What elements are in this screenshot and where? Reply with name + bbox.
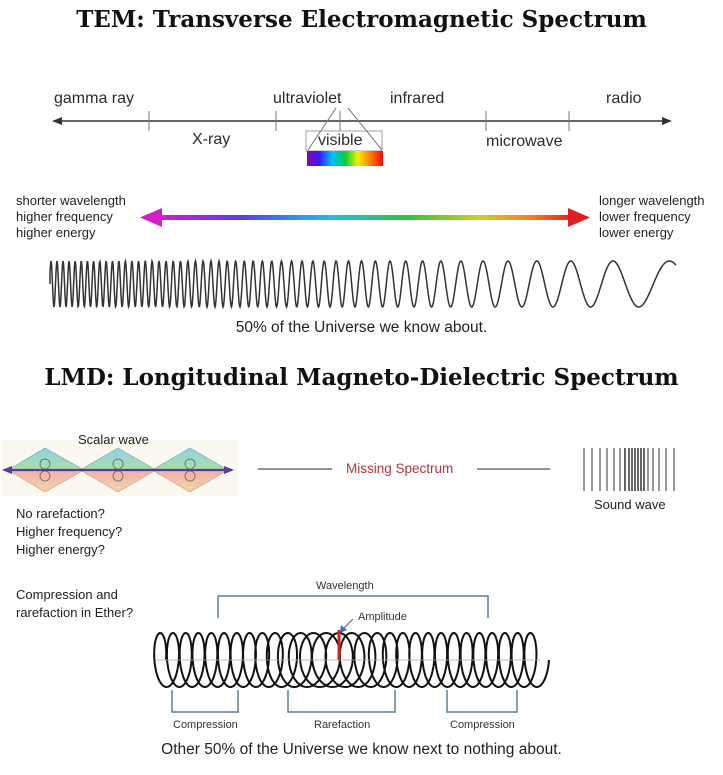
compression-bracket-left — [171, 690, 239, 713]
amplitude-pointer — [340, 618, 354, 633]
compression-bracket-right — [446, 690, 518, 713]
band-infrared: infrared — [390, 90, 445, 107]
amplitude-label: Amplitude — [358, 611, 407, 623]
tem-title: TEM: Transverse Electromagnetic Spectrum — [76, 6, 647, 33]
scalar-wave-graphic — [2, 440, 238, 496]
band-visible: visible — [318, 132, 363, 149]
rarefaction-bracket — [287, 690, 396, 713]
band-microwave: microwave — [486, 133, 563, 150]
lmd-title: LMD: Longitudinal Magneto-Dielectric Spe… — [44, 364, 679, 391]
lmd-caption: Other 50% of the Universe we know next t… — [161, 741, 562, 758]
missing-spectrum-label: Missing Spectrum — [346, 461, 454, 476]
band-radio: radio — [606, 90, 642, 107]
visible-callout — [305, 107, 383, 166]
energy-gradient-arrow — [140, 208, 590, 227]
band-ultraviolet: ultraviolet — [273, 90, 342, 107]
short-wave-properties: shorter wavelength higher frequency high… — [16, 193, 126, 240]
sound-wave-graphic — [583, 448, 675, 491]
compression-label-left: Compression — [173, 719, 238, 731]
transverse-wave — [49, 258, 677, 310]
spectrum-axis — [52, 111, 672, 131]
visible-color-bar — [307, 151, 383, 166]
compression-label-right: Compression — [450, 719, 515, 731]
band-x-ray: X-ray — [192, 131, 231, 148]
rarefaction-label: Rarefaction — [314, 719, 371, 731]
ether-question: Compression and rarefaction in Ether? — [16, 587, 134, 620]
sound-wave-label: Sound wave — [594, 497, 666, 512]
wavelength-label: Wavelength — [316, 580, 374, 592]
scalar-wave-label: Scalar wave — [78, 432, 149, 447]
scalar-lobe-2 — [78, 447, 158, 493]
tem-caption: 50% of the Universe we know about. — [235, 319, 488, 336]
scalar-questions: No rarefaction? Higher frequency? Higher… — [16, 506, 123, 557]
band-gamma-ray: gamma ray — [54, 90, 135, 107]
long-wave-properties: longer wavelength lower frequency lower … — [599, 193, 705, 240]
wavelength-bracket — [217, 595, 489, 618]
